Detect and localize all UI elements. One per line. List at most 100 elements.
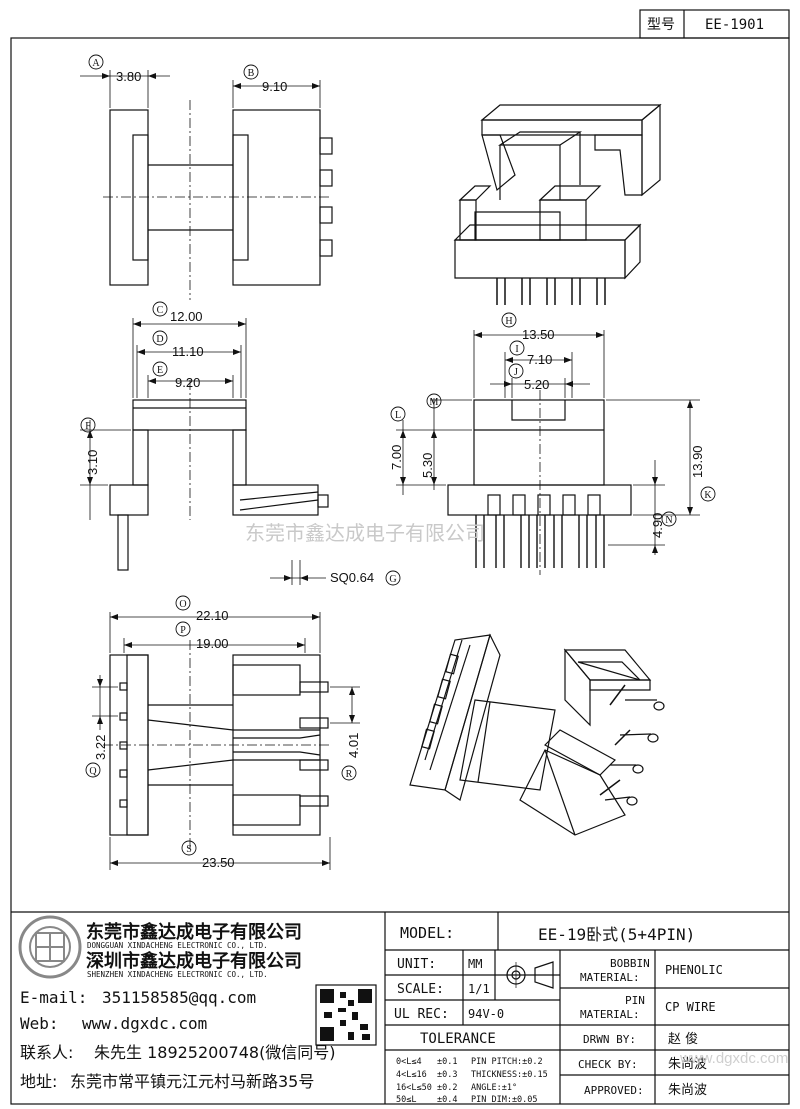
dim-k-letter: K (704, 490, 712, 501)
title-block: MODEL: EE-19卧式(5+4PIN) UNIT: MM SCALE: 1… (11, 911, 789, 1105)
drwn-value: 赵 俊 (668, 1032, 698, 1047)
scale-value: 1/1 (468, 982, 490, 996)
dim-n-letter: N (665, 515, 672, 526)
dim-b-value: 9.10 (262, 79, 287, 94)
tol-range-3: 50≤L (396, 1095, 416, 1105)
model-box-label: 型号 (647, 17, 675, 33)
dim-e-value: 9.20 (175, 375, 200, 390)
dim-d-letter: D (156, 334, 163, 345)
dim-j-value: 5.20 (524, 377, 549, 392)
dim-d-value: 11.10 (172, 344, 204, 359)
web-label: Web: (20, 1014, 59, 1033)
iso-view-bottom (409, 633, 665, 836)
check-value: 朱尚波 (668, 1057, 707, 1072)
address-label: 地址: (20, 1072, 57, 1091)
dim-b-letter: B (248, 68, 255, 79)
dim-e-letter: E (157, 365, 163, 376)
dim-q-value: 3.22 (93, 735, 108, 760)
model-value: EE-19卧式(5+4PIN) (538, 925, 695, 944)
dim-j-letter: J (514, 367, 518, 378)
company-name-sz: 深圳市鑫达成电子有限公司 (86, 950, 302, 972)
pin-value: CP WIRE (665, 1000, 716, 1014)
dim-c-letter: C (157, 305, 164, 316)
dim-s-letter: S (186, 844, 192, 855)
contact-label: 联系人: (20, 1043, 73, 1062)
bottom-view: O 22.10 P 19.00 3.22 Q 4.01 R (85, 595, 361, 870)
dim-i-value: 7.10 (527, 352, 552, 367)
projection-symbol-icon (503, 961, 554, 989)
company-logo (18, 915, 82, 979)
tol-value-1: ±0.3 (437, 1070, 457, 1080)
dim-r-letter: R (346, 769, 353, 780)
dim-s-value: 23.50 (202, 855, 235, 870)
bobbin-label-2: MATERIAL: (580, 971, 640, 984)
dim-g-letter: G (389, 574, 396, 585)
email-value: 351158585@qq.com (102, 988, 256, 1007)
ulrec-label: UL REC: (394, 1007, 449, 1022)
web-watermark: www.dgxdc.com (679, 1050, 788, 1067)
tol-range-1: 4<L≤16 (396, 1070, 427, 1080)
dim-h-letter: H (505, 316, 512, 327)
tol-range-2: 16<L≤50 (396, 1083, 432, 1093)
company-block: 东莞市鑫达成电子有限公司 DONGGUAN XINDACHENG ELECTRO… (18, 915, 377, 1091)
tol-value-0: ±0.1 (437, 1057, 457, 1067)
dim-i-letter: I (515, 344, 518, 355)
dim-m-letter: M (430, 397, 439, 408)
model-box-value: EE-1901 (705, 17, 764, 33)
company-name-sz-en: SHENZHEN XINDACHENG ELECTRONIC CO., LTD. (87, 970, 268, 979)
qr-code-icon (315, 984, 377, 1046)
dim-a-value: 3.80 (116, 69, 141, 84)
bobbin-label-1: BOBBIN (610, 957, 650, 970)
dim-h-value: 13.50 (522, 327, 555, 342)
dim-q-letter: Q (89, 766, 97, 777)
iso-view-top (453, 103, 662, 305)
address-value: 东莞市常平镇元江元村马新路35号 (70, 1072, 314, 1091)
dim-o-letter: O (179, 599, 186, 610)
sheet-border (10, 37, 790, 1105)
tol-item-2: ANGLE:±1° (471, 1083, 517, 1093)
dim-r-value: 4.01 (346, 733, 361, 758)
tol-range-0: 0<L≤4 (396, 1057, 422, 1067)
dim-f-letter: F (85, 421, 91, 432)
dim-n-value: 4.90 (650, 513, 665, 538)
front-view-left: C 12.00 D 11.10 E 9.20 F 3.10 SQ0 (80, 301, 401, 586)
company-name-dg-en: DONGGUAN XINDACHENG ELECTRONIC CO., LTD. (87, 941, 268, 950)
email-label: E-mail: (20, 988, 87, 1007)
dim-g-value: SQ0.64 (330, 570, 374, 585)
approved-label: APPROVED: (584, 1084, 644, 1097)
dim-p-value: 19.00 (196, 636, 229, 651)
unit-value: MM (468, 957, 482, 971)
tolerance-label: TOLERANCE (420, 1031, 496, 1047)
tol-item-0: PIN PITCH:±0.2 (471, 1057, 543, 1067)
web-value: www.dgxdc.com (82, 1014, 207, 1033)
dim-o-value: 22.10 (196, 608, 229, 623)
model-box: 型号 EE-1901 (639, 9, 790, 39)
dim-l-value: 7.00 (389, 445, 404, 470)
company-name-dg: 东莞市鑫达成电子有限公司 (86, 921, 302, 943)
approved-value: 朱尚波 (668, 1083, 707, 1098)
scale-label: SCALE: (397, 982, 444, 997)
dim-p-letter: P (180, 625, 186, 636)
bobbin-value: PHENOLIC (665, 963, 723, 977)
ulrec-value: 94V-0 (468, 1007, 504, 1021)
model-label: MODEL: (400, 924, 454, 942)
dim-l-letter: L (395, 410, 401, 421)
dim-k-value: 13.90 (690, 445, 705, 478)
drwn-label: DRWN BY: (583, 1033, 636, 1046)
dim-m-value: 5.30 (420, 453, 435, 478)
tol-value-2: ±0.2 (437, 1083, 457, 1093)
check-label: CHECK BY: (578, 1058, 638, 1071)
tol-value-3: ±0.4 (437, 1095, 457, 1105)
top-view: A 3.80 B 9.10 (80, 54, 333, 300)
dim-c-value: 12.00 (170, 309, 203, 324)
pin-label-1: PIN (625, 994, 645, 1007)
pin-label-2: MATERIAL: (580, 1008, 640, 1021)
watermark-text: 东莞市鑫达成电子有限公司 (245, 521, 485, 545)
dim-f-value: 3.10 (85, 450, 100, 475)
dim-a-letter: A (92, 58, 100, 69)
unit-label: UNIT: (397, 957, 436, 972)
tol-item-1: THICKNESS:±0.15 (471, 1070, 548, 1080)
contact-value: 朱先生 18925200748(微信同号) (94, 1043, 336, 1062)
side-view-right: H 13.50 I 7.10 J 5.20 L 7.00 M (389, 312, 716, 575)
